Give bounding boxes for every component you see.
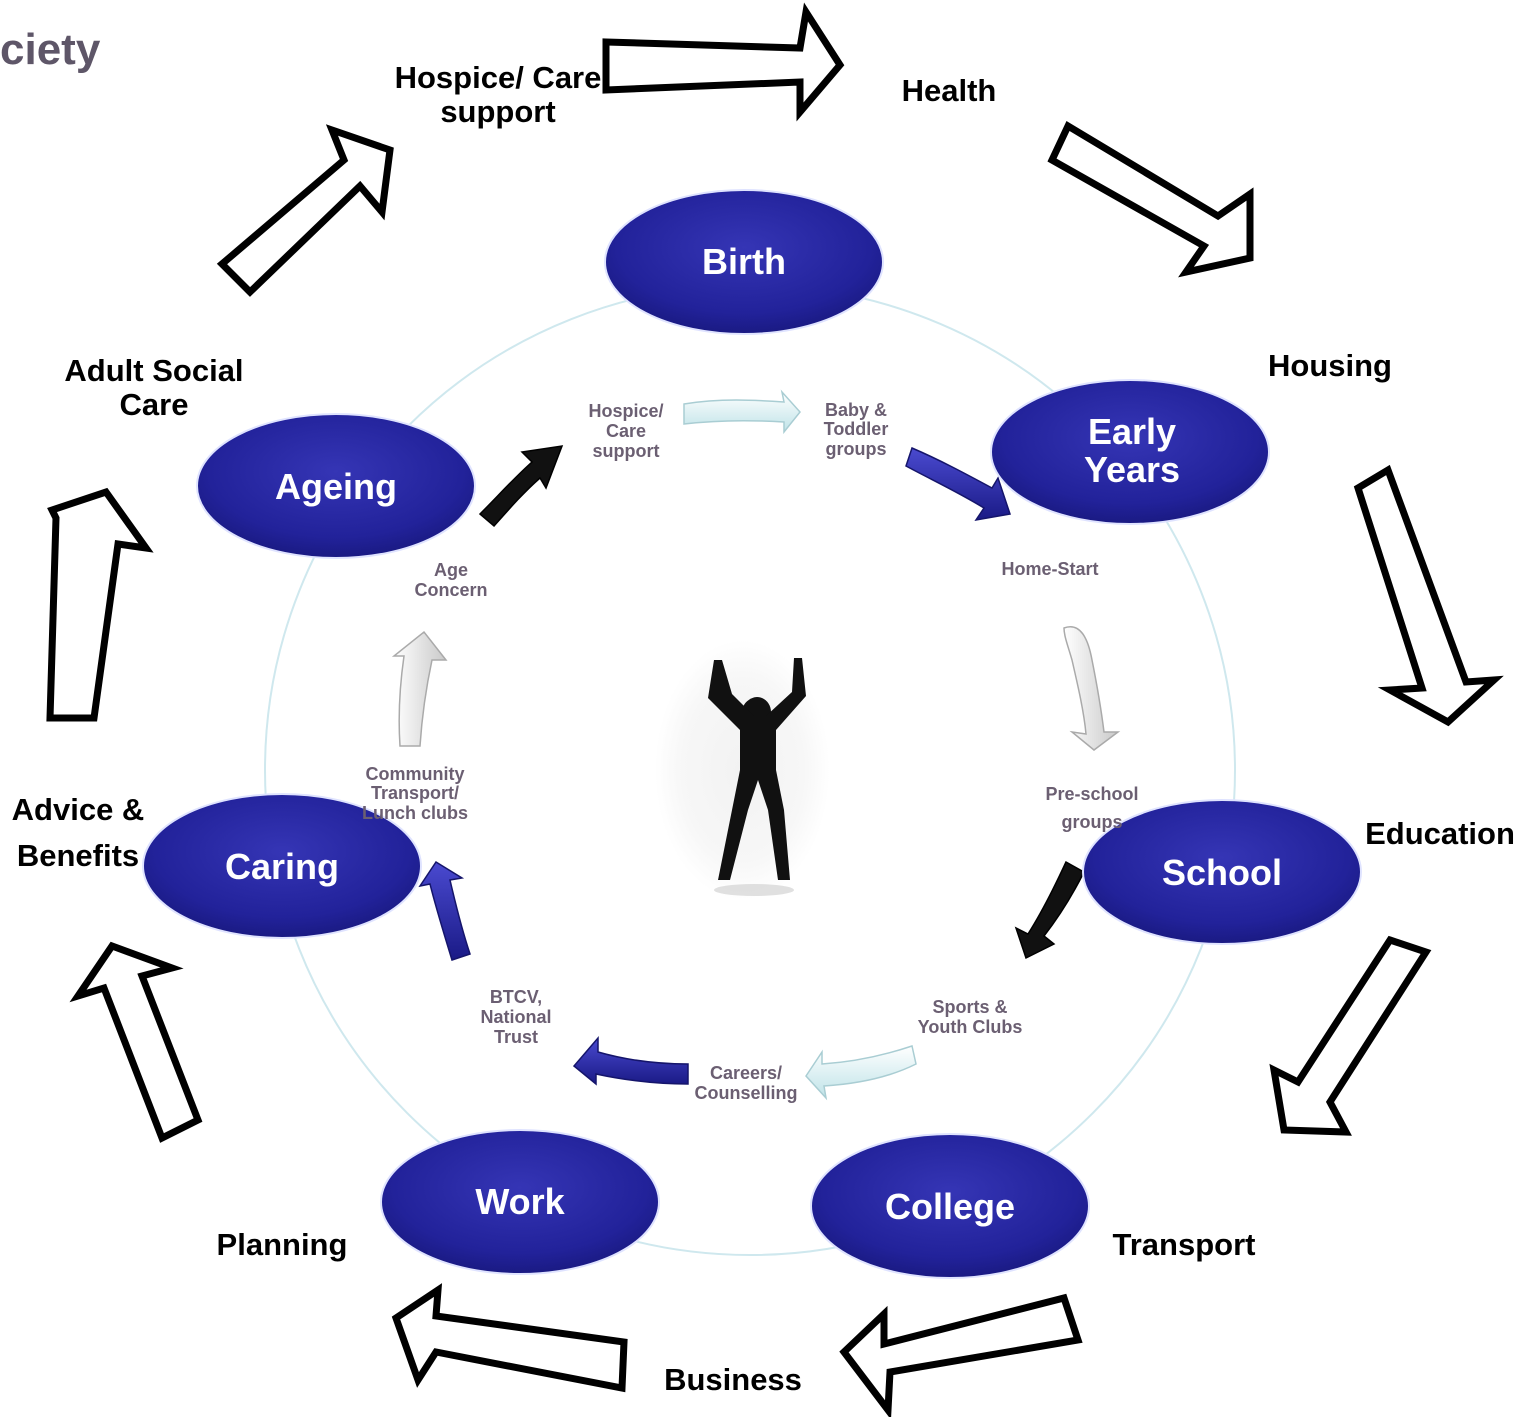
page-title-fragment: ciety: [0, 25, 101, 74]
svg-text:Ageing: Ageing: [275, 466, 397, 507]
outer-label-health: Health: [902, 73, 997, 108]
stage-college: College: [810, 1133, 1090, 1279]
outer-arrow-health-to-housing: [1047, 121, 1254, 278]
stage-ageing: Ageing: [196, 413, 476, 559]
stage-label-school: School: [1162, 852, 1282, 893]
stage-caring: Caring: [142, 793, 422, 939]
svg-text:Caring: Caring: [225, 846, 339, 887]
svg-text:College: College: [885, 1186, 1015, 1227]
inner-arrow-hospice-to-baby: [683, 389, 801, 435]
outer-arrow-business-to-planning: [391, 1283, 628, 1393]
stage-label-work: Work: [475, 1181, 565, 1222]
outer-label-business: Business: [664, 1362, 802, 1397]
svg-text:Work: Work: [475, 1181, 565, 1222]
outer-label-education: Education: [1365, 816, 1515, 851]
center-figure-icon: [655, 640, 830, 900]
outer-arrow-hospice-to-health: [602, 2, 845, 122]
stage-label-caring: Caring: [225, 846, 339, 887]
stage-label-years: Years: [1084, 449, 1180, 490]
inner-arrow-school-to-sports: [1014, 860, 1085, 960]
inner-arrow-community-to-age-concern: [391, 630, 448, 747]
stage-label-college: College: [885, 1186, 1015, 1227]
outer-arrow-advice-to-adult-care: [46, 487, 154, 722]
outer-label-transport: Transport: [1113, 1227, 1256, 1262]
outer-arrow-transport-to-business: [839, 1293, 1083, 1417]
outer-label-planning: Planning: [217, 1227, 348, 1262]
stage-school: School: [1082, 799, 1362, 945]
outer-label-housing: Housing: [1268, 348, 1392, 383]
inner-arrow-baby-to-early-years: [905, 446, 1011, 522]
stage-label-ageing: Ageing: [275, 466, 397, 507]
inner-arrow-sports-to-careers: [805, 1045, 917, 1101]
stage-birth: Birth: [604, 189, 884, 335]
outer-arrow-education-to-transport: [1269, 935, 1432, 1136]
outer-arrow-planning-to-advice: [69, 941, 203, 1143]
stage-work: Work: [380, 1129, 660, 1275]
service-label-home-start: Home-Start: [1001, 559, 1098, 579]
inner-arrow-homestart-to-preschool: [1063, 626, 1121, 751]
outer-label-advice: Advice &Benefits: [12, 792, 145, 873]
inner-arrow-careers-to-btcv: [572, 1035, 689, 1086]
outer-arrow-adult-care-to-hospice: [216, 124, 394, 297]
inner-arrow-btcv-to-caring: [418, 860, 471, 961]
service-label-sports-youth: Sports &Youth Clubs: [918, 997, 1023, 1037]
stage-label-early: Early: [1088, 411, 1176, 452]
svg-text:School: School: [1162, 852, 1282, 893]
service-label-careers: Careers/Counselling: [695, 1063, 798, 1103]
stage-label-birth: Birth: [702, 241, 786, 282]
outer-arrow-housing-to-education: [1353, 464, 1504, 727]
inner-arrow-ageing-to-hospice: [478, 445, 564, 528]
svg-text:Birth: Birth: [702, 241, 786, 282]
